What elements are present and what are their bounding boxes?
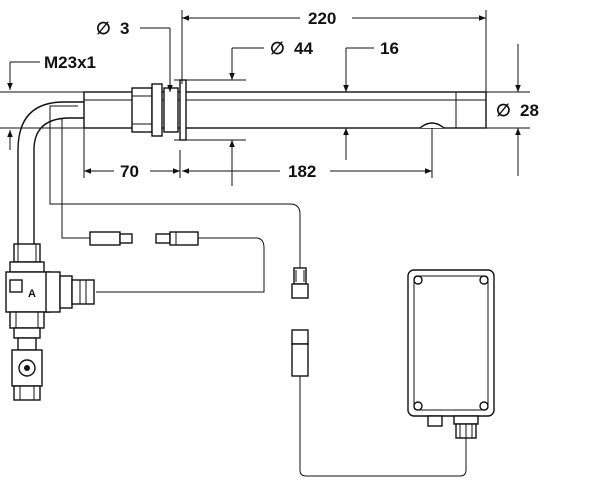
diameter-symbol: ∅ (270, 39, 285, 58)
sensor-cables (49, 105, 467, 477)
thread-label: M23x1 (44, 53, 96, 72)
dim-44-value: 44 (294, 39, 313, 58)
connector-vertical-top (291, 267, 309, 299)
dim-3-value: 3 (120, 19, 129, 38)
connector-vertical-bottom (291, 329, 309, 377)
spout-body (83, 79, 487, 141)
dim-length-16: 16 (343, 39, 399, 160)
dim-16-value: 16 (380, 39, 399, 58)
connector-plug-left (89, 231, 133, 246)
dim-thread-m23: M23x1 (0, 53, 132, 150)
connector-plug-right (155, 231, 199, 246)
dim-182-value: 182 (288, 162, 316, 181)
dim-length-70-182: 70 182 (83, 128, 433, 181)
supply-hose (17, 101, 84, 244)
valve-label: A (28, 288, 36, 300)
dim-diameter-28: ∅ 28 (486, 44, 539, 176)
dim-220-value: 220 (308, 9, 336, 28)
dim-diameter-3: ∅ 3 (96, 19, 173, 92)
control-box (407, 269, 495, 439)
solenoid-valve: A (5, 243, 95, 401)
diameter-symbol: ∅ (496, 101, 511, 120)
dim-length-220: 220 (181, 9, 487, 92)
diameter-symbol: ∅ (96, 19, 111, 38)
dim-28-value: 28 (520, 101, 539, 120)
dim-70-value: 70 (120, 162, 139, 181)
dim-diameter-44: ∅ 44 (174, 39, 313, 186)
